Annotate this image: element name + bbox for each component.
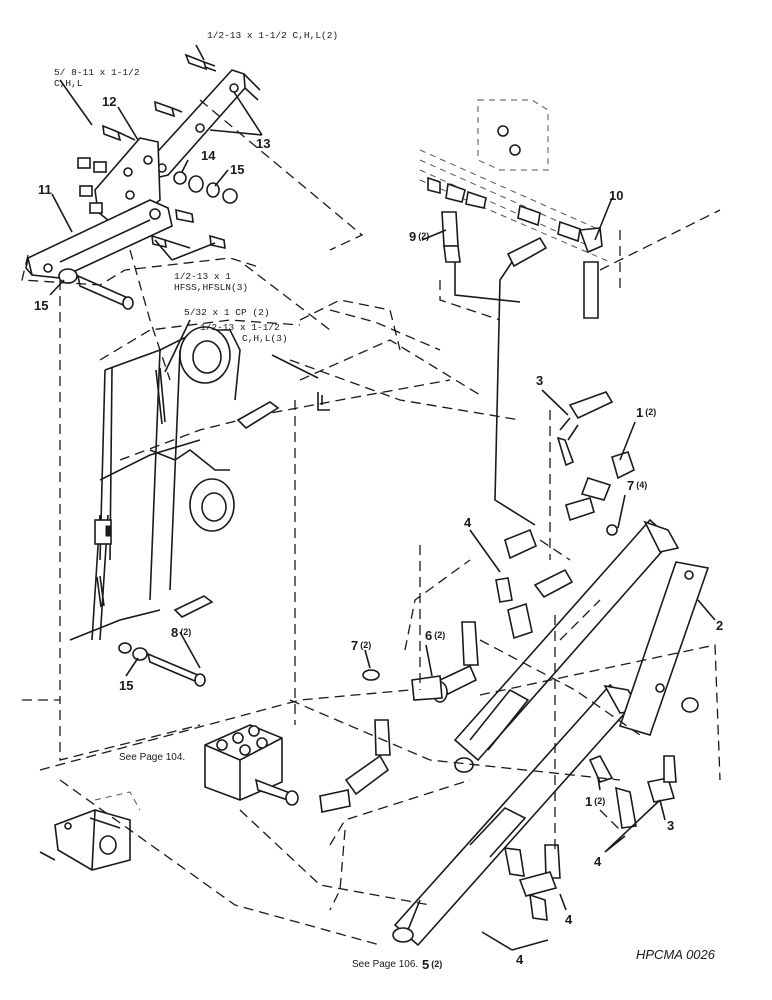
callout-1-upper: 1(2) (636, 405, 657, 420)
callout-14: 14 (201, 148, 216, 163)
callout-11: 11 (38, 182, 52, 197)
cylinder-lower (392, 683, 642, 947)
callout-3-lower: 3 (667, 818, 675, 833)
spec-bolt-half-line2: HFSS,HFSLN(3) (174, 282, 249, 293)
callout-15-lower: 15 (119, 678, 134, 693)
callout-8: 8(2) (171, 625, 192, 640)
lower-hoses (319, 621, 677, 921)
figure-id: HPCMA 0026 (636, 947, 715, 962)
plate-2 (618, 561, 710, 736)
callout-2: 2 (716, 618, 724, 633)
pin-8 (118, 642, 206, 687)
callout-7-upper: 7(4) (627, 478, 648, 493)
arm-11 (25, 199, 173, 279)
callout-15-left: 15 (34, 298, 49, 313)
callout-4-right: 4 (594, 854, 602, 869)
lower-bracket (39, 791, 141, 871)
pin-15-top (58, 268, 134, 310)
hose-fittings-9-10 (441, 211, 599, 526)
nuts-and-washers (77, 157, 238, 214)
spec-bolt-58-line1: 5/ 8-11 x 1-1/2 (54, 67, 140, 78)
main-frame (69, 249, 451, 641)
spec-bolt-half-line1: 1/2-13 x 1 (174, 271, 232, 282)
spec-bolt-mid-line2: C,H,L(3) (242, 333, 288, 344)
callout-4-center: 4 (565, 912, 573, 927)
callout-4-bottom: 4 (516, 952, 524, 967)
spec-bolt-58-line2: C,H,L (54, 78, 83, 89)
assembly-lines (21, 99, 721, 946)
note-see-page-106: See Page 106. (352, 959, 419, 970)
callout-13: 13 (256, 136, 271, 151)
top-bolts (102, 53, 226, 250)
spec-bolt-top: 1/2-13 x 1-1/2 C,H,L(2) (207, 30, 339, 41)
callout-6: 6(2) (425, 628, 446, 643)
fittings-1-3 (495, 391, 635, 640)
valve-block (204, 724, 299, 806)
callout-12: 12 (102, 94, 117, 109)
note-see-page-104: See Page 104. (119, 752, 186, 763)
cylinder-upper (453, 518, 680, 773)
callout-9: 9(2) (409, 229, 430, 244)
spec-bolt-mid-line1: 1/2-13 x 1-1/2 (200, 322, 280, 333)
callout-1-lower: 1(2) (585, 794, 606, 809)
callout-5: 5(2) (422, 957, 443, 972)
callout-7-lower: 7(2) (351, 638, 372, 653)
callout-3-upper: 3 (536, 373, 544, 388)
callout-15-top: 15 (230, 162, 245, 177)
callout-10: 10 (609, 188, 624, 203)
callout-4-upper: 4 (464, 515, 472, 530)
spec-cotter-pin: 5/32 x 1 CP (2) (184, 307, 270, 318)
leader-lines (49, 44, 716, 951)
manifold (419, 99, 611, 263)
